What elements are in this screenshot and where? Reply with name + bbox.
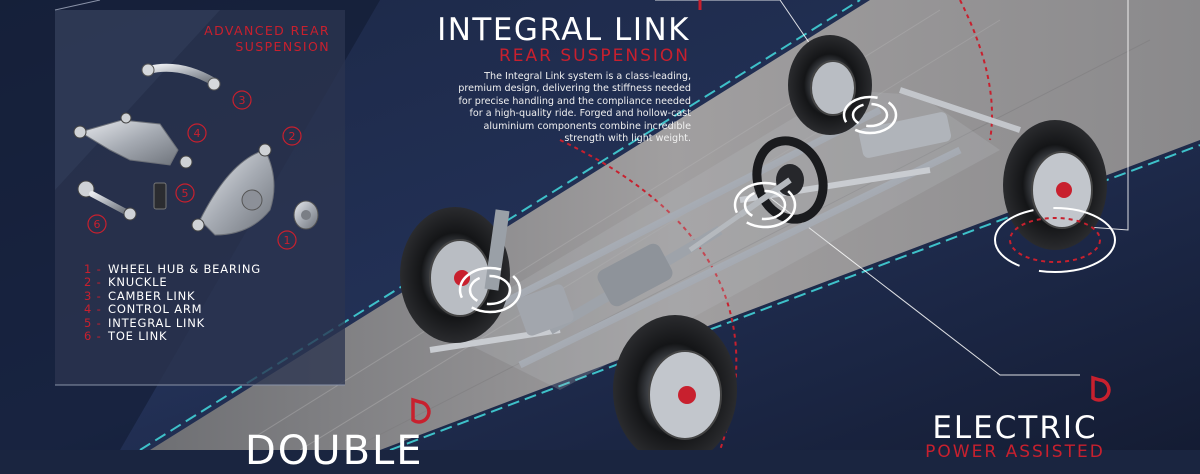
- camber-link-part: [141, 63, 221, 91]
- wheel-rear-left: [788, 35, 872, 135]
- road-stripe: [299, 19, 1001, 450]
- highlight-ring: [458, 266, 522, 314]
- description-line: for precise handling and the compliance …: [458, 95, 692, 107]
- description-line: premium design, delivering the stiffness…: [458, 83, 691, 95]
- description-line: for a high-quality ride. Forged and holl…: [469, 108, 691, 120]
- electric-title: ELECTRIC: [932, 410, 1098, 446]
- part-callout: 6: [87, 214, 107, 234]
- panel-title: ADVANCED REAR SUSPENSION: [66, 23, 330, 55]
- highlight-ring: [842, 95, 898, 135]
- list-item: 3 -CAMBER LINK: [84, 288, 196, 303]
- svg-text:1: 1: [284, 234, 291, 247]
- integral-link-part: [153, 182, 167, 210]
- wheel-front-left: [400, 207, 510, 343]
- wheel-rear-right: [1003, 120, 1107, 250]
- list-item: 5 -INTEGRAL LINK: [84, 315, 205, 330]
- knuckle-part: [191, 143, 275, 236]
- steering-wheel: [688, 136, 828, 253]
- toe-link-part: [77, 180, 137, 221]
- svg-text:5: 5: [182, 187, 189, 200]
- svg-text:6: 6: [94, 218, 101, 231]
- control-arm-part: [73, 112, 193, 169]
- part-callout: 5: [175, 183, 195, 203]
- list-item: 2 -KNUCKLE: [84, 275, 168, 290]
- leader-line: [759, 189, 1080, 376]
- double-title: DOUBLE: [245, 428, 424, 474]
- road-surface: [150, 0, 1200, 450]
- parts-list: 1 -WHEEL HUB & BEARING 2 -KNUCKLE 3 -CAM…: [84, 262, 261, 344]
- list-item: 1 -WHEEL HUB & BEARING: [84, 262, 261, 276]
- chassis-frame: [429, 87, 1021, 390]
- panel-title-line: SUSPENSION: [235, 39, 330, 54]
- wheel-front-right: [613, 315, 737, 450]
- wheel-hub-part: [293, 200, 319, 230]
- suspension-panel-facet: [55, 10, 220, 190]
- panel-divider: [54, 0, 101, 11]
- part-callout: 3: [232, 90, 252, 110]
- description-line: strength with light weight.: [564, 133, 691, 145]
- part-callout: 2: [282, 126, 302, 146]
- part-callout: 4: [187, 123, 207, 143]
- part-callout: 1: [277, 230, 297, 250]
- svg-text:2: 2: [289, 130, 296, 143]
- infographic-artwork: 3 4 2 5 6 1: [0, 0, 1200, 450]
- list-item: 4 -CONTROL ARM: [84, 302, 203, 317]
- description-line: aluminium components combine incredible: [483, 120, 691, 132]
- cut-d-logo-icon: [411, 397, 431, 424]
- cut-d-logo-icon: [1091, 375, 1111, 402]
- dashed-accent-curve: [959, 0, 993, 141]
- description-line: The Integral Link system is a class-lead…: [484, 71, 691, 82]
- panel-title-line: ADVANCED REAR: [204, 23, 330, 38]
- headline-title: INTEGRAL LINK: [437, 12, 690, 48]
- list-item: 6 -TOE LINK: [84, 329, 168, 344]
- highlight-ring: [994, 207, 1116, 273]
- headline-description: The Integral Link system is a class-lead…: [430, 71, 691, 145]
- svg-text:3: 3: [239, 94, 246, 107]
- electric-subtitle: POWER ASSISTED: [925, 442, 1105, 462]
- highlight-ring: [733, 181, 797, 229]
- headline-subtitle: REAR SUSPENSION: [498, 46, 690, 66]
- road-stripe: [349, 39, 1151, 450]
- svg-text:4: 4: [194, 127, 201, 140]
